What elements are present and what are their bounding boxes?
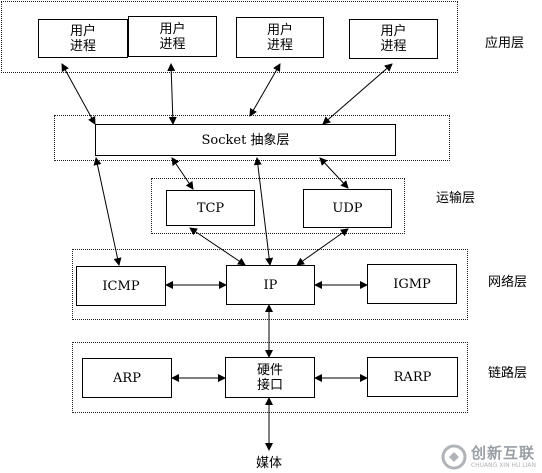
- link-layer-label: 链路层: [488, 366, 528, 381]
- arrow-socket-tcp: [171, 157, 194, 190]
- watermark-text: 创新互联: [470, 444, 535, 462]
- arp-box: ARP: [82, 358, 172, 398]
- transport-layer-region: [151, 178, 405, 234]
- application-layer-region: [1, 1, 458, 73]
- network-layer-label: 网络层: [488, 275, 528, 290]
- udp-box: UDP: [303, 189, 392, 228]
- application-layer-label: 应用层: [485, 36, 525, 51]
- user-process-box-4: 用户 进程: [349, 19, 438, 59]
- socket-abstraction-box: Socket 抽象层: [95, 124, 396, 156]
- arrow-user4-socket: [322, 63, 393, 125]
- arrow-user3-socket: [249, 63, 281, 117]
- media-label: 媒体: [256, 456, 283, 471]
- hardware-interface-box: 硬件 接口: [225, 357, 315, 398]
- rarp-box: RARP: [367, 357, 458, 397]
- transport-layer-label: 运输层: [436, 191, 476, 206]
- arrow-user2-socket: [167, 63, 177, 125]
- arrow-socket-icmp: [93, 157, 122, 266]
- watermark-subtext: CHUANG XIN HU LIAN: [470, 462, 536, 469]
- ip-box: IP: [226, 265, 315, 305]
- user-process-box-1: 用户 进程: [38, 19, 128, 58]
- arrow-tcp-ip: [189, 227, 246, 266]
- tcp-box: TCP: [166, 190, 255, 226]
- icmp-box: ICMP: [76, 266, 166, 306]
- user-process-box-3: 用户 进程: [236, 17, 324, 58]
- user-process-box-2: 用户 进程: [128, 16, 217, 57]
- arrow-socket-udp: [319, 157, 349, 189]
- watermark-logo: 创新互联 CHUANG XIN HU LIAN: [441, 444, 536, 470]
- watermark-logo-icon: [441, 444, 467, 470]
- arrow-udp-ip: [296, 228, 349, 266]
- arrow-socket-ip: [253, 157, 274, 266]
- igmp-box: IGMP: [367, 264, 457, 304]
- arrow-user1-socket: [61, 63, 96, 125]
